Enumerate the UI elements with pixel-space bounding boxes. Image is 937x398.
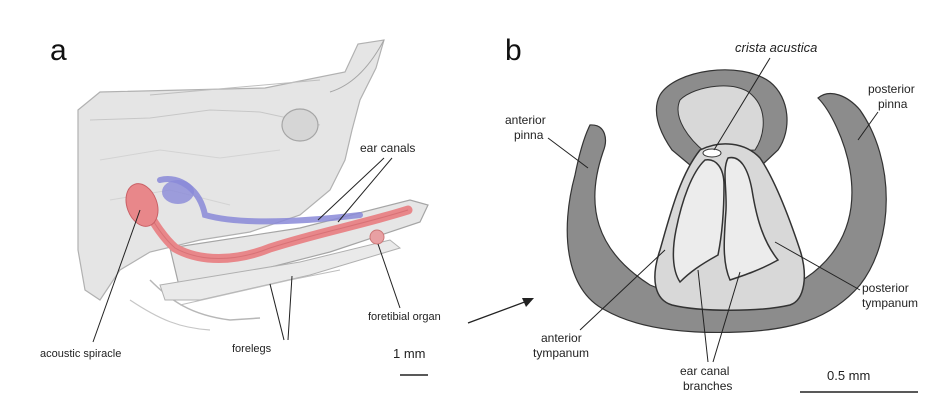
label-posterior-tympanum-1: posterior bbox=[862, 281, 909, 295]
label-anterior-tympanum-2: tympanum bbox=[533, 346, 589, 360]
panel-a: a bbox=[40, 34, 441, 375]
label-ear-canal-branches-2: branches bbox=[683, 379, 732, 393]
panel-b: b crista acustica anterior pinna posteri… bbox=[505, 34, 918, 393]
leader-foretibial-organ bbox=[378, 244, 400, 308]
label-posterior-pinna-2: pinna bbox=[878, 97, 908, 111]
connector-arrow-line bbox=[468, 300, 530, 323]
panel-b-letter: b bbox=[505, 34, 522, 67]
label-posterior-tympanum-2: tympanum bbox=[862, 296, 918, 310]
label-ear-canal-branches-1: ear canal bbox=[680, 364, 729, 378]
label-anterior-pinna-2: pinna bbox=[514, 128, 544, 142]
scale-bar-a-label: 1 mm bbox=[393, 346, 426, 361]
label-forelegs: forelegs bbox=[232, 343, 272, 355]
label-crista-acustica: crista acustica bbox=[735, 40, 817, 55]
crista-acustica-marker bbox=[703, 149, 721, 157]
label-anterior-tympanum-1: anterior bbox=[541, 331, 582, 345]
scale-bar-b-label: 0.5 mm bbox=[827, 368, 870, 383]
label-foretibial-organ: foretibial organ bbox=[368, 311, 441, 323]
label-posterior-pinna-1: posterior bbox=[868, 82, 915, 96]
label-acoustic-spiracle: acoustic spiracle bbox=[40, 348, 121, 360]
leader-forelegs-2 bbox=[288, 276, 292, 340]
panel-a-letter: a bbox=[50, 34, 67, 67]
label-anterior-pinna-1: anterior bbox=[505, 113, 546, 127]
leader-forelegs-1 bbox=[270, 284, 284, 340]
label-ear-canals: ear canals bbox=[360, 141, 415, 155]
